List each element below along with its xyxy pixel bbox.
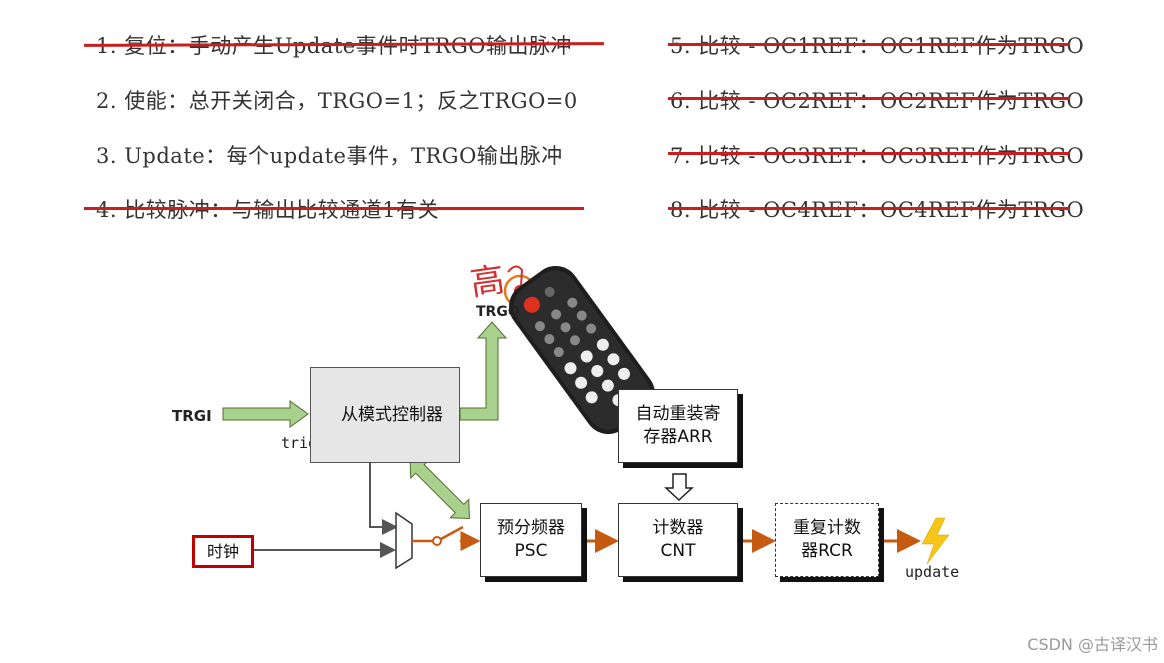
mux-shape: [395, 511, 413, 570]
annotation-scribble: [507, 265, 524, 303]
switch-pivot: [432, 536, 442, 546]
strike-item-7: [668, 152, 1070, 155]
rcr-label-line2: 器RCR: [801, 541, 853, 561]
list-item-4: 4. 比较脉冲：与输出比较通道1有关: [96, 198, 440, 222]
arr-label-line2: 存器ARR: [643, 427, 713, 447]
psc-box: 预分频器 PSC: [480, 503, 582, 577]
list-item-7: 7. 比较 - OC3REF：OC3REF作为TRGO: [670, 144, 1085, 168]
trgi-arrow: [222, 400, 309, 428]
clock-label: 时钟: [206, 541, 239, 561]
strike-item-4: [84, 207, 584, 210]
slave-mode-controller-label: 从模式控制器: [341, 404, 443, 425]
arr-box: 自动重装寄 存器ARR: [618, 389, 738, 463]
rcr-box: 重复计数 器RCR: [775, 503, 879, 577]
cnt-label-cn: 计数器: [652, 518, 704, 539]
controller-to-mux-line: [369, 462, 398, 535]
switch-blade: [440, 525, 464, 541]
cnt-label-en: CNT: [660, 541, 696, 561]
strike-item-5: [668, 43, 1070, 46]
list-item-5: 5. 比较 - OC1REF：OC1REF作为TRGO: [670, 34, 1085, 58]
update-bolt-icon: [921, 517, 950, 565]
cnt-box: 计数器 CNT: [618, 503, 738, 577]
list-item-8: 8. 比较 - OC4REF：OC4REF作为TRGO: [670, 198, 1085, 222]
trgo-arrow: [459, 321, 508, 421]
psc-label-cn: 预分频器: [497, 518, 565, 539]
list-item-3: 3. Update：每个update事件，TRGO输出脉冲: [96, 144, 563, 168]
arr-label-line1: 自动重装寄: [635, 404, 721, 425]
watermark: CSDN @古译汉书: [1027, 635, 1158, 654]
trgo-label: TRGO: [476, 304, 520, 320]
trgi-label: TRGI: [172, 407, 212, 425]
list-item-6: 6. 比较 - OC2REF：OC2REF作为TRGO: [670, 89, 1085, 113]
clock-box: 时钟: [192, 535, 254, 568]
strike-item-8: [668, 207, 1070, 210]
strike-item-6: [668, 97, 1070, 100]
update-label: update: [905, 563, 960, 581]
rcr-label-line1: 重复计数: [793, 518, 861, 539]
slave-mode-controller: 从模式控制器: [310, 367, 460, 463]
handwritten-annotation: 高: [467, 259, 508, 305]
list-item-2: 2. 使能：总开关闭合，TRGO=1；反之TRGO=0: [96, 89, 578, 113]
arr-to-cnt-arrow: [664, 473, 694, 502]
psc-label-en: PSC: [514, 541, 548, 561]
